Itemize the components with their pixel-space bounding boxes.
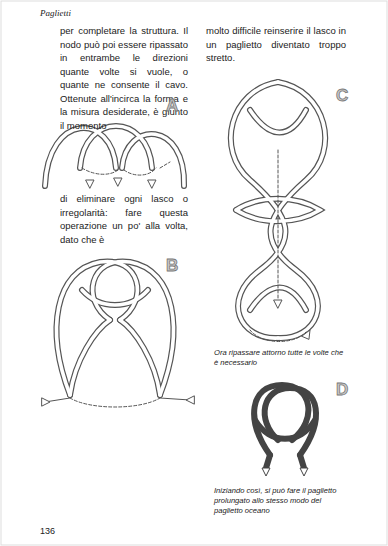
- figure-letter: A: [166, 96, 186, 116]
- running-header: Paglietti: [40, 8, 160, 18]
- body-text: per completare la struttura. Il nodo può…: [60, 24, 188, 132]
- figure-b: [42, 261, 194, 407]
- figure-c: [231, 82, 325, 342]
- figure-caption: Iniziando così, si può fare il paglietto…: [214, 486, 349, 516]
- page-number: 136: [40, 526, 80, 536]
- body-text: molto difficile reinserire il lasco in u…: [206, 24, 346, 65]
- figure-caption: Ora ripassare attorno tutte le volte che…: [214, 348, 349, 368]
- figure-d-arrows: [262, 468, 308, 476]
- figure-letter: C: [336, 86, 356, 106]
- figure-letter: D: [336, 380, 356, 400]
- figure-d: [254, 385, 316, 468]
- figure-a: [45, 126, 184, 188]
- body-text: di eliminare ogni lasco o irregolarità: …: [60, 192, 188, 246]
- figure-letter: B: [166, 256, 186, 276]
